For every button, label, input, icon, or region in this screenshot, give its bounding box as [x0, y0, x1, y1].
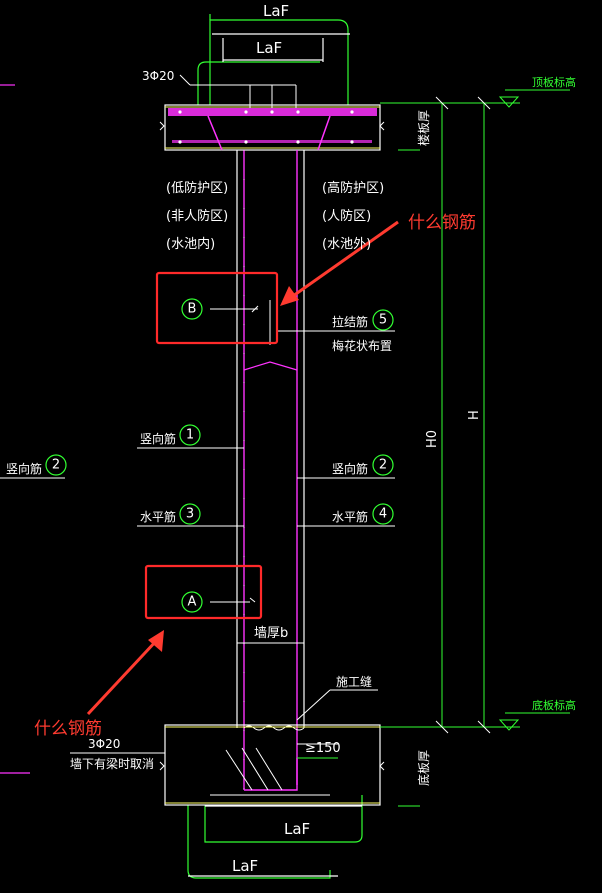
top-slab — [159, 74, 385, 151]
svg-text:5: 5 — [379, 313, 387, 328]
construction-joint-label: 施工缝 — [336, 674, 372, 689]
right-dimensions — [380, 89, 570, 807]
question-label-top: 什么钢筋 — [408, 213, 476, 233]
red-arrow-bottom — [86, 630, 164, 716]
H-label: H — [467, 410, 482, 420]
vertical-bar-2-label: 竖向筋 — [332, 461, 368, 476]
tie-bar-label: 拉结筋 — [332, 314, 368, 329]
red-arrow-top — [280, 220, 399, 306]
bar-top-label: 3Φ20 — [142, 69, 174, 83]
wall-thickness-label: 墙厚b — [254, 626, 288, 641]
svg-text:A: A — [188, 595, 197, 610]
svg-text:3: 3 — [186, 507, 194, 522]
vertical-bar-2-left-label: 竖向筋 — [6, 461, 42, 476]
bottom-laf-inner-frame — [204, 795, 363, 843]
H0-label: H0 — [425, 430, 440, 448]
vertical-bar-1-label: 竖向筋 — [140, 431, 176, 446]
question-label-bottom: 什么钢筋 — [34, 719, 102, 739]
top-laf-outer-frame — [209, 14, 349, 105]
marker-1: 1 — [179, 424, 201, 446]
marker-B: B — [181, 298, 203, 320]
laf-bottom-inner-label: LaF — [284, 820, 310, 838]
svg-text:2: 2 — [52, 458, 60, 473]
left-zone-2: (非人防区) — [166, 208, 228, 224]
marker-4: 4 — [372, 503, 394, 525]
laf-bottom-outer-label: LaF — [232, 857, 258, 875]
right-zone-2: (人防区) — [322, 208, 371, 224]
bottom-slab — [70, 724, 385, 806]
bottom-elevation-label: 底板标高 — [532, 698, 576, 712]
top-laf-inner-frame — [197, 33, 350, 105]
right-zone-3: (水池外) — [322, 237, 371, 252]
left-zone-1: (低防护区) — [166, 180, 228, 196]
horizontal-bar-3-label: 水平筋 — [140, 509, 176, 524]
svg-text:4: 4 — [379, 507, 387, 522]
svg-text:B: B — [188, 302, 197, 317]
marker-A: A — [181, 591, 203, 613]
horizontal-bar-4-label: 水平筋 — [332, 509, 368, 524]
tie-bar-note: 梅花状布置 — [332, 338, 392, 353]
marker-2-left: 2 — [45, 454, 67, 476]
dim-150-label: ≥150 — [305, 741, 341, 756]
marker-5: 5 — [372, 309, 394, 331]
svg-text:2: 2 — [379, 458, 387, 473]
bar-bottom-label: 3Φ20 — [88, 737, 120, 751]
bar-bottom-note: 墙下有梁时取消 — [70, 756, 154, 771]
svg-text:1: 1 — [186, 428, 194, 443]
top-slab-thickness-label: 楼板厚 — [416, 110, 431, 146]
left-zone-3: (水池内) — [166, 236, 215, 252]
right-zone-1: (高防护区) — [322, 180, 384, 196]
marker-2: 2 — [372, 454, 394, 476]
leader-lines — [0, 305, 395, 721]
top-elevation-label: 顶板标高 — [532, 75, 576, 89]
wall — [236, 150, 305, 791]
bottom-slab-thickness-label: 底板厚 — [416, 750, 431, 786]
marker-3: 3 — [179, 503, 201, 525]
highlight-box-A — [144, 564, 263, 620]
laf-top-outer-label: LaF — [263, 2, 289, 20]
laf-top-inner-label: LaF — [256, 39, 282, 57]
bottom-laf-outer-frame — [187, 805, 338, 879]
highlight-box-B — [155, 271, 279, 345]
